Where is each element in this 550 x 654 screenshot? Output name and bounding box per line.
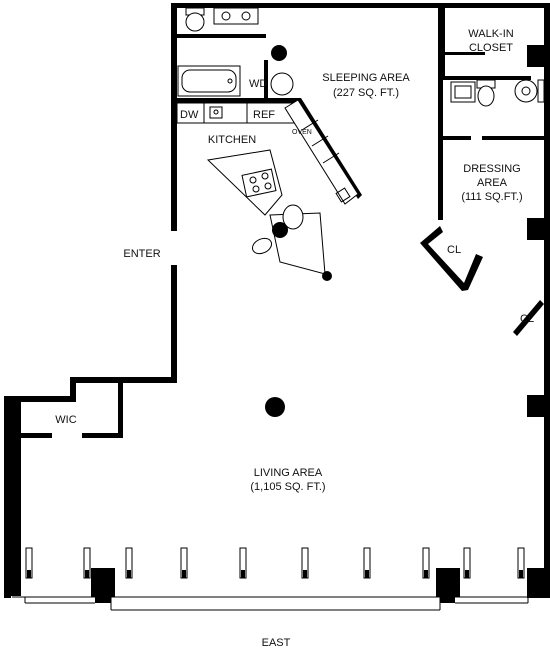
kitchen-fixtures <box>176 99 359 281</box>
room-labels: WALK-IN CLOSET SLEEPING AREA (227 SQ. FT… <box>55 28 534 649</box>
label-wic: WIC <box>55 414 76 426</box>
window-wall <box>12 547 545 611</box>
label-ref: REF <box>253 109 275 121</box>
label-oven: OVEN <box>292 129 312 136</box>
label-wd: WD <box>249 78 267 90</box>
label-kitchen: KITCHEN <box>208 134 256 146</box>
label-dressing: DRESSING <box>463 163 520 175</box>
label-enter: ENTER <box>123 248 160 260</box>
label-sleeping-area: SLEEPING AREA <box>322 72 410 84</box>
label-walkin-closet-1: WALK-IN <box>468 28 513 40</box>
label-closet-2: CL <box>520 313 534 325</box>
label-dw: DW <box>180 109 199 121</box>
label-dressing-sqft: (111 SQ.FT.) <box>461 191 522 203</box>
label-living-area: LIVING AREA <box>254 467 323 479</box>
label-walkin-closet-2: CLOSET <box>469 42 513 54</box>
label-orientation: EAST <box>262 637 291 649</box>
label-dressing-area: AREA <box>477 177 508 189</box>
label-sleeping-sqft: (227 SQ. FT.) <box>333 87 399 99</box>
column <box>265 397 285 417</box>
label-living-sqft: (1,105 SQ. FT.) <box>250 481 325 493</box>
bathroom-fixtures <box>177 7 545 107</box>
label-closet-1: CL <box>447 244 461 256</box>
